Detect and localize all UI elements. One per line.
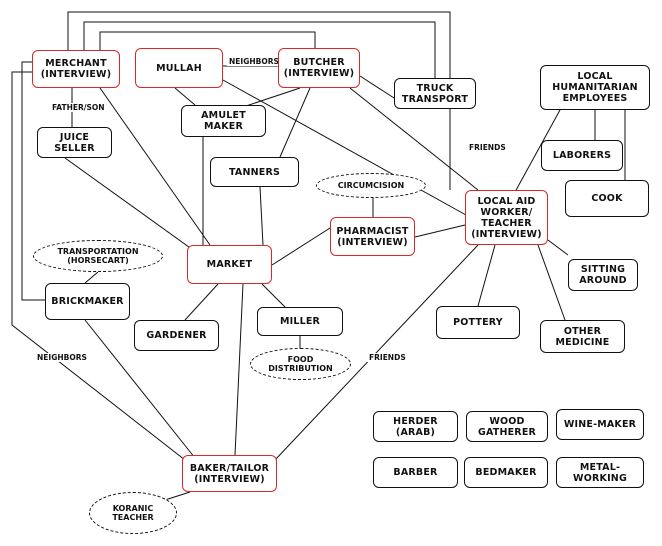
edge-label-friends-top: FRIENDS: [467, 143, 508, 152]
edge-merchant-brickmaker: [21, 61, 45, 301]
edge-aidworker-humanitarian: [514, 109, 561, 193]
oval-transportation-horsecart: TRANSPORTATION (HORSECART): [33, 240, 163, 272]
node-gardener: GARDENER: [134, 320, 219, 351]
node-laborers: LABORERS: [541, 140, 623, 171]
node-wine-maker: WINE-MAKER: [556, 409, 644, 440]
node-baker-tailor: BAKER/TAILOR (INTERVIEW): [182, 455, 277, 492]
edge-brickmaker-baker: [84, 319, 196, 459]
edge-butcher-truck: [359, 75, 395, 99]
node-miller: MILLER: [257, 307, 343, 336]
edge-pharmacist-aidworker: [414, 224, 466, 238]
edge-aidworker-pottery: [477, 244, 496, 307]
edge-tanners-market: [259, 186, 264, 246]
edge-baker-koranic: [164, 491, 191, 501]
edge-aidworker-medicine: [537, 244, 566, 321]
node-juice-seller: JUICE SELLER: [37, 127, 112, 158]
edge-transportation-brickmaker: [84, 271, 99, 284]
edge-aidworker-baker-friends: [274, 244, 479, 461]
edge-label-friends-bottom: FRIENDS: [367, 353, 408, 362]
edge-market-miller: [261, 283, 286, 308]
edge-butcher-tanners: [279, 87, 311, 158]
node-truck-transport: TRUCK TRANSPORT: [394, 78, 476, 109]
oval-circumcision: CIRCUMCISION: [316, 173, 426, 198]
node-aid-worker-teacher: LOCAL AID WORKER/ TEACHER (INTERVIEW): [465, 190, 548, 245]
edge-label-father-son: FATHER/SON: [50, 103, 107, 112]
edge-merchant-baker-neighbors: [11, 71, 186, 461]
edge-merchant-truck-bracket: [83, 21, 436, 78]
oval-koranic-teacher: KORANIC TEACHER: [89, 492, 177, 534]
oval-food-distribution: FOOD DISTRIBUTION: [250, 348, 351, 380]
edge-butcher-amulet: [239, 87, 301, 109]
edge-mullah-aidworker: [222, 79, 467, 216]
node-pharmacist: PHARMACIST (INTERVIEW): [330, 217, 415, 256]
edge-label-neighbors-left: NEIGHBORS: [35, 353, 89, 362]
node-market: MARKET: [187, 245, 272, 284]
edge-butcher-aidworker: [349, 87, 479, 191]
node-herder-arab: HERDER (ARAB): [373, 411, 458, 442]
node-wood-gatherer: WOOD GATHERER: [466, 411, 548, 442]
edge-merchant-market: [99, 87, 211, 246]
node-brickmaker: BRICKMAKER: [45, 283, 130, 320]
node-metal-working: METAL- WORKING: [556, 457, 644, 488]
edge-market-baker: [234, 283, 244, 456]
node-tanners: TANNERS: [210, 157, 299, 187]
node-butcher: BUTCHER (INTERVIEW): [278, 48, 360, 88]
edge-mullah-amulet: [174, 87, 196, 106]
edge-market-pharmacist: [271, 227, 331, 266]
node-sitting-around: SITTING AROUND: [568, 259, 638, 291]
node-mullah: MULLAH: [135, 48, 223, 88]
node-pottery: POTTERY: [436, 306, 520, 339]
edge-market-gardener: [184, 283, 219, 321]
node-bedmaker: BEDMAKER: [464, 457, 548, 488]
edge-merchant-butcher-bracket: [99, 31, 316, 50]
edge-juice-market: [64, 157, 201, 256]
edge-label-neighbors-top: NEIGHBORS: [227, 57, 281, 66]
node-barber: BARBER: [373, 457, 458, 488]
node-cook: COOK: [565, 180, 649, 217]
node-merchant: MERCHANT (INTERVIEW): [32, 50, 120, 88]
edge-aidworker-sitting: [547, 239, 569, 256]
node-amulet-maker: AMULET MAKER: [181, 105, 266, 137]
node-other-medicine: OTHER MEDICINE: [540, 320, 625, 353]
node-humanitarian-employees: LOCAL HUMANITARIAN EMPLOYEES: [540, 65, 650, 110]
